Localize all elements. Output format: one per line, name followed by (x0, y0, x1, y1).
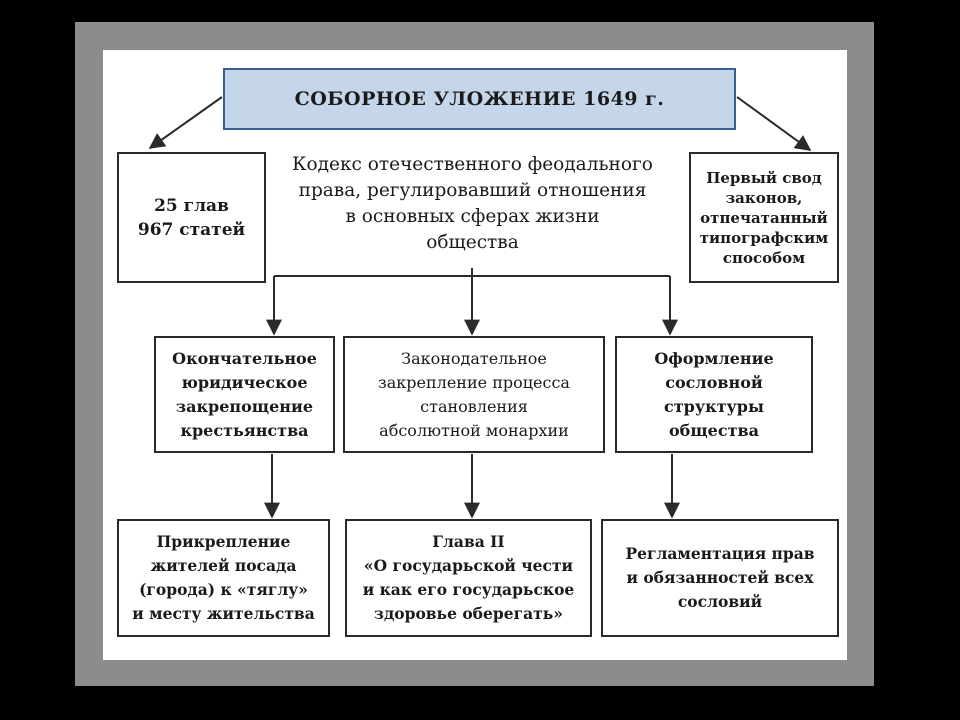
absolute-monarchy-box: Законодательное закрепление процесса ста… (343, 336, 605, 453)
code-description: Кодекс отечественного феодального права,… (292, 154, 653, 253)
first-printed-code-box: Первый свод законов, отпечатанный типогр… (689, 152, 839, 283)
estate-rights-box: Регламентация прав и обязанностей всех с… (601, 519, 839, 637)
chapters-articles-box: 25 глав 967 статей (117, 152, 266, 283)
title-box: СОБОРНОЕ УЛОЖЕНИЕ 1649 г. (223, 68, 736, 130)
peasant-enserfment-box: Окончательное юридическое закрепощение к… (154, 336, 335, 453)
townspeople-attachment-box: Прикрепление жителей посада (города) к «… (117, 519, 330, 637)
chapter-two-box: Глава II «О государьской чести и как его… (345, 519, 592, 637)
estate-structure-box: Оформление сословной структуры общества (615, 336, 813, 453)
